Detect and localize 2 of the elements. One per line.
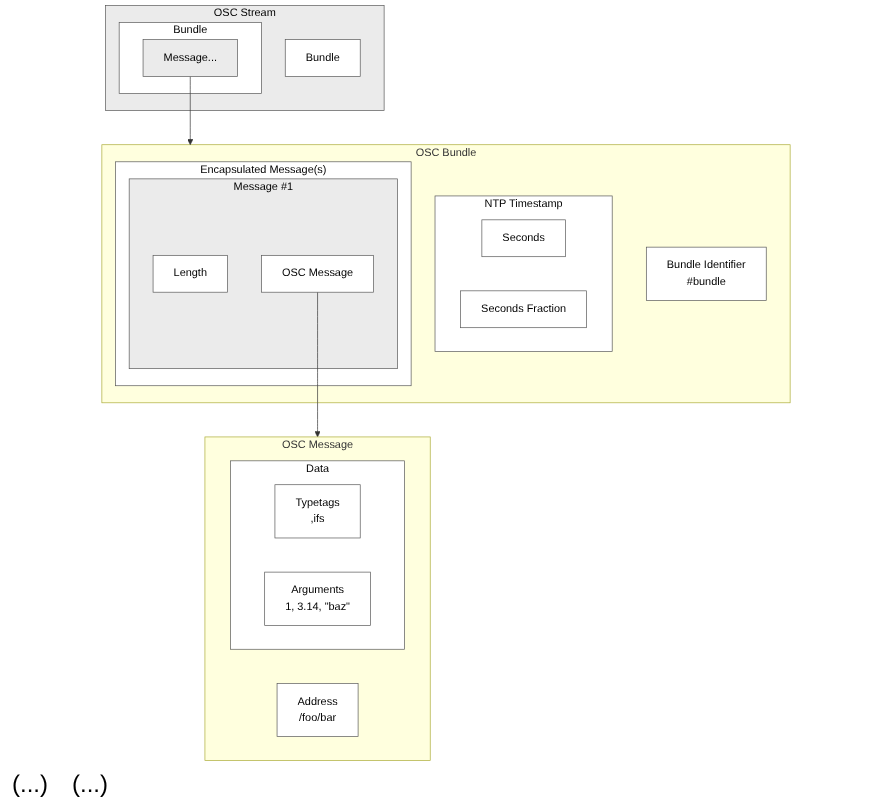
ellipsis-note: (...) bbox=[72, 770, 108, 798]
ellipsis-note: (...) bbox=[12, 770, 48, 798]
